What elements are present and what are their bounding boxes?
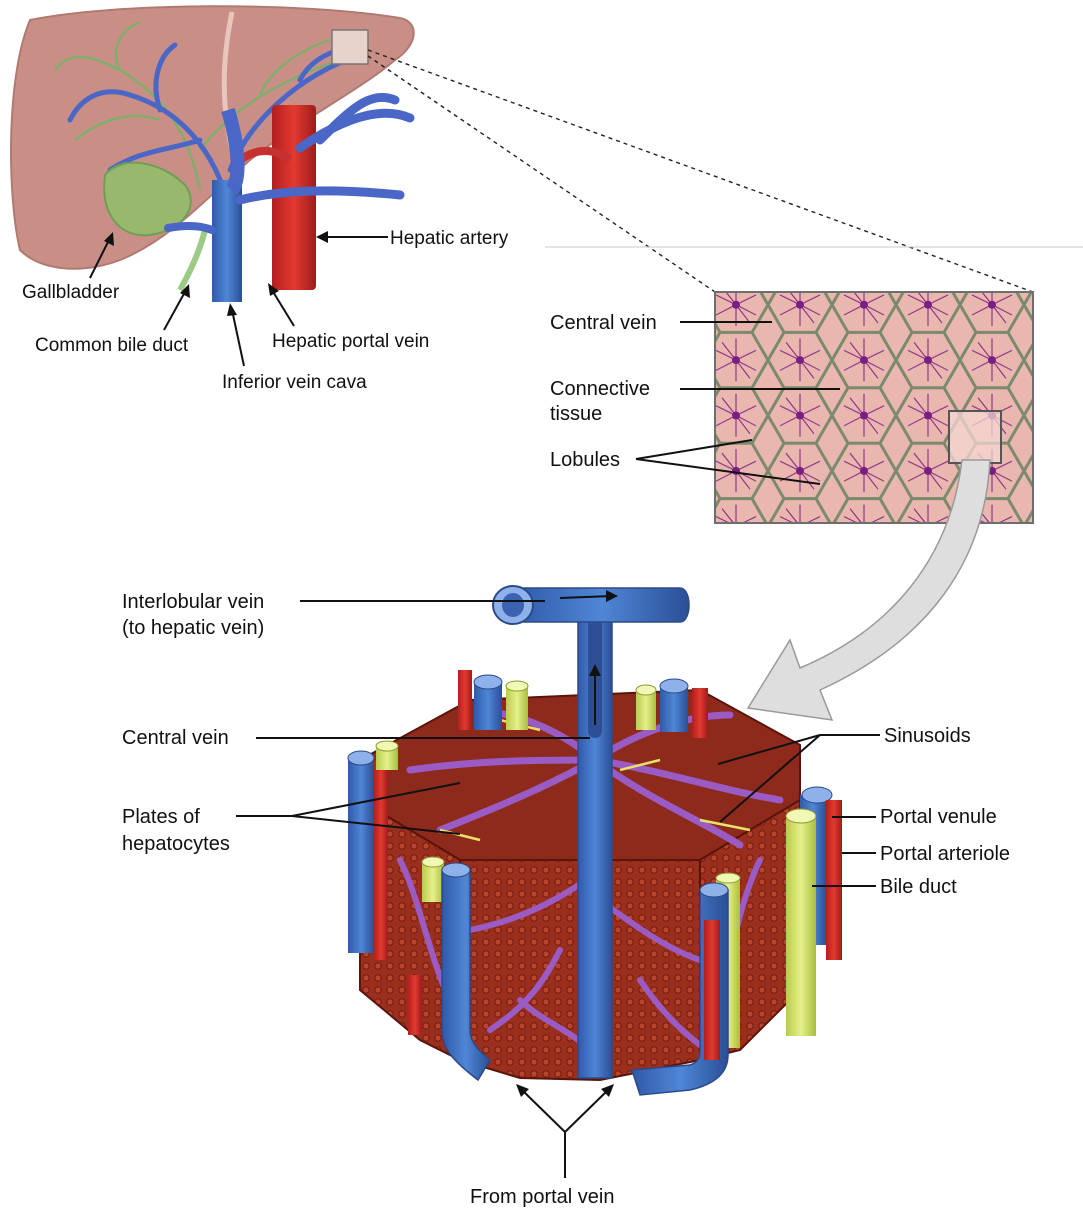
label-common-bile-duct: Common bile duct	[35, 335, 189, 356]
left-vein-branch	[168, 226, 212, 230]
label-central-vein-lobule: Central vein	[122, 727, 229, 749]
zoom-region-liver	[332, 30, 368, 64]
portal-triad-right-back	[636, 679, 708, 738]
zoom-region-tissue	[949, 411, 1001, 463]
liver-illustration	[11, 6, 414, 302]
label-sinusoids: Sinusoids	[884, 725, 971, 747]
label-interlobular-vein-1: Interlobular vein	[122, 591, 264, 613]
label-portal-venule: Portal venule	[880, 806, 997, 828]
portal-triad-right	[786, 787, 842, 1036]
label-inferior-vena-cava: Inferior vein cava	[222, 372, 367, 393]
interlobular-vein	[515, 588, 689, 622]
zoom-line-1	[368, 50, 1033, 292]
label-hepatic-artery: Hepatic artery	[390, 228, 509, 249]
label-connective-tissue-1: Connective	[550, 378, 650, 400]
label-connective-tissue-2: tissue	[550, 403, 602, 425]
label-interlobular-vein-2: (to hepatic vein)	[122, 617, 264, 639]
label-lobules: Lobules	[550, 449, 620, 471]
label-bile-duct: Bile duct	[880, 876, 957, 898]
label-from-portal-vein: From portal vein	[470, 1186, 615, 1208]
label-plates-1: Plates of	[122, 806, 200, 828]
label-plates-2: hepatocytes	[122, 833, 230, 855]
portal-triad-left-back	[458, 670, 528, 730]
splenic-vein-branch	[240, 191, 400, 200]
zoom-line-2	[368, 56, 715, 292]
label-portal-arteriole: Portal arteriole	[880, 843, 1010, 865]
common-bile-duct-shape	[180, 230, 205, 290]
label-central-vein-tissue: Central vein	[550, 312, 657, 334]
label-hepatic-portal-vein: Hepatic portal vein	[272, 331, 429, 352]
liver-lobule-3d	[348, 586, 842, 1095]
label-gallbladder: Gallbladder	[22, 282, 120, 303]
